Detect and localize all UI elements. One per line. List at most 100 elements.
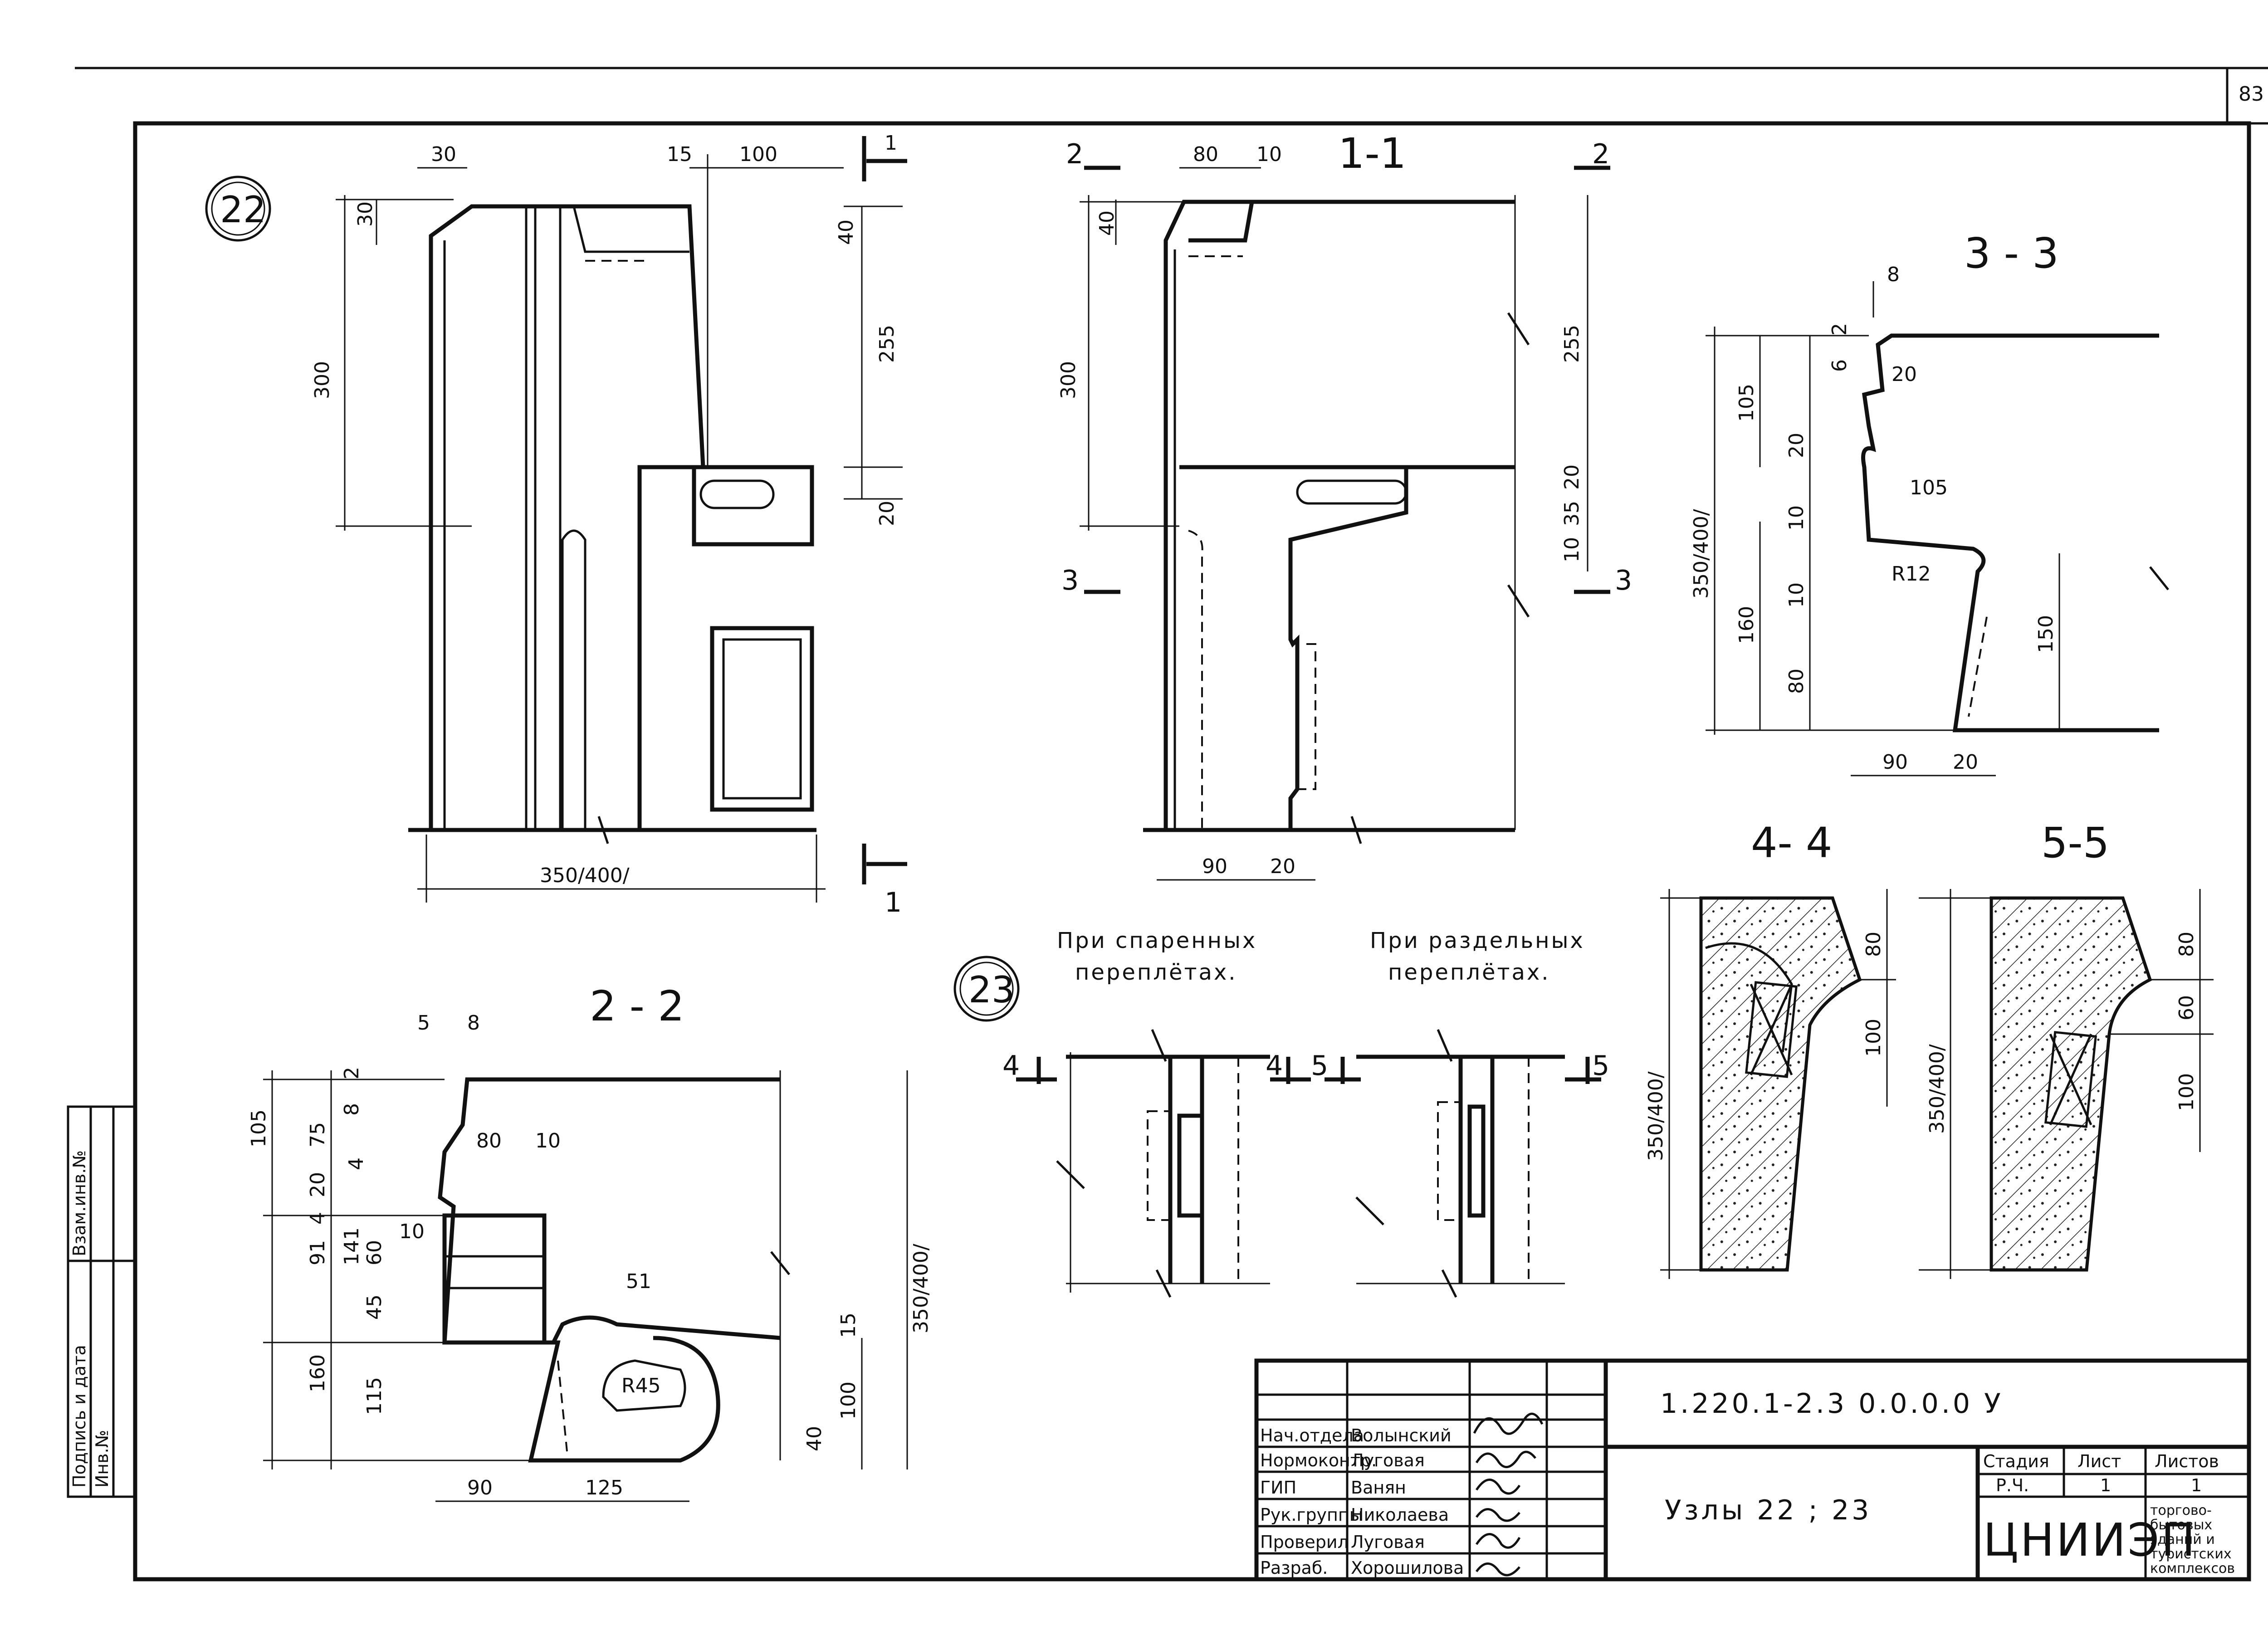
dim-33-p: 20	[1953, 751, 1978, 774]
section-5-5: 5-5 80 60 100 350/400/	[1919, 819, 2214, 1279]
tb-sheet-header: Лист	[2077, 1451, 2121, 1471]
dim-22s-k: 4	[306, 1212, 329, 1225]
page-number: 83	[2239, 83, 2264, 106]
note-separate-2: переплётах.	[1388, 960, 1550, 985]
tb-name-3: Николаева	[1351, 1505, 1449, 1525]
dim-33-h: 10	[1785, 505, 1808, 531]
tb-sheets-header: Листов	[2155, 1451, 2219, 1471]
node-22-drawing: 22 30 15 100 30 40	[205, 132, 907, 918]
tb-org-note-0: торгово-	[2150, 1503, 2212, 1518]
dim-22s-n: 60	[363, 1240, 386, 1265]
section-1-1: 1-1 80 10 40 300 255 20 35 10 90 20	[1057, 129, 1632, 881]
title-block: Нач.отдела Волынский Нормоконтр. Луговая…	[1254, 1358, 2251, 1582]
signatures	[1473, 1412, 1544, 1577]
section-4-4-title: 4- 4	[1751, 819, 1833, 867]
dim-44-b: 100	[1862, 1019, 1885, 1057]
dim-33-c: 6	[1828, 359, 1851, 372]
section-3-3-title: 3 - 3	[1964, 229, 2059, 278]
dim-55-a: 80	[2175, 932, 2198, 957]
dim-22s-b: 8	[467, 1011, 480, 1035]
dim-22s-x: 350/400/	[909, 1244, 933, 1333]
cut-1-bottom: 1	[885, 887, 902, 918]
note-paired-2: переплётах.	[1075, 960, 1237, 985]
dim-11-a: 80	[1193, 143, 1218, 166]
tb-org-note-2: зданий и	[2150, 1532, 2215, 1547]
tb-role-5: Разраб.	[1260, 1558, 1328, 1578]
dim-11-c: 40	[1095, 210, 1119, 236]
dim-22s-u: 15	[837, 1313, 860, 1338]
tb-name-2: Ванян	[1351, 1478, 1406, 1498]
dim-11-j: 20	[1270, 855, 1295, 878]
cut-5-left: 5	[1311, 1050, 1328, 1082]
dim-22s-i: 4	[345, 1157, 368, 1170]
dim-33-b: 2	[1828, 323, 1851, 336]
cut-2-right: 2	[1592, 138, 1609, 170]
dim-11-b: 10	[1256, 143, 1282, 166]
cut-2-left: 2	[1066, 138, 1083, 170]
tb-name-4: Луговая	[1351, 1532, 1425, 1552]
dim-22-g: 255	[875, 325, 899, 363]
section-2-2: 2 - 2 5 8 2 8 105 75 80 10 4 20 4 91 141…	[247, 982, 933, 1502]
dim-22s-m: 141	[340, 1227, 363, 1265]
cut-3-right: 3	[1615, 565, 1632, 596]
dim-33-f: 20	[1785, 433, 1808, 458]
dim-22-e: 40	[835, 220, 858, 245]
tb-sheets: 1	[2191, 1475, 2202, 1495]
tb-org-note-1: бытовых	[2150, 1517, 2212, 1533]
node-22-label: 22	[220, 189, 266, 231]
cut-4-left: 4	[1002, 1050, 1020, 1082]
tb-sheet: 1	[2100, 1475, 2111, 1495]
node-23-label: 23	[968, 969, 1015, 1011]
section-1-1-title: 1-1	[1338, 129, 1406, 178]
node-23-drawing: 23 При спаренных переплётах. При раздель…	[953, 928, 1609, 1298]
dim-22s-y: 90	[467, 1476, 493, 1499]
dim-11-e: 255	[1560, 325, 1584, 363]
dim-22-a: 30	[431, 143, 456, 166]
tb-role-0: Нач.отдела	[1260, 1425, 1364, 1445]
dim-33-k: 10	[1785, 582, 1808, 608]
section-2-2-title: 2 - 2	[590, 982, 684, 1030]
dim-33-d: 20	[1892, 363, 1917, 386]
dim-33-g: 105	[1910, 476, 1948, 499]
dim-22s-a: 5	[417, 1011, 430, 1035]
dim-22s-p: 51	[626, 1270, 651, 1293]
cut-4-right: 4	[1266, 1050, 1283, 1082]
dim-44-a: 80	[1862, 932, 1885, 957]
tb-code: 1.220.1-2.3 0.0.0.0 У	[1660, 1388, 2004, 1420]
dim-22-i: 350/400/	[540, 864, 630, 887]
cut-5-right: 5	[1592, 1050, 1609, 1082]
dim-22s-o: 10	[399, 1220, 425, 1243]
tb-role-3: Рук.группы	[1260, 1505, 1363, 1525]
dim-22-c: 100	[739, 143, 777, 166]
tb-org-note-4: комплексов	[2150, 1561, 2235, 1577]
dim-22-f: 300	[311, 361, 334, 399]
dim-22s-j: 20	[306, 1172, 329, 1197]
dim-22-b: 15	[667, 143, 692, 166]
dim-55-d: 350/400/	[1926, 1044, 1949, 1134]
dim-22s-c: 2	[340, 1067, 363, 1079]
tb-role-1: Нормоконтр.	[1260, 1450, 1377, 1470]
dim-55-b: 60	[2175, 995, 2198, 1020]
tb-name-5: Хорошилова	[1351, 1558, 1464, 1578]
dim-22s-z: 125	[585, 1476, 623, 1499]
stamp-replaced-inv: Взам.инв.№	[69, 1150, 89, 1256]
section-4-4: 4- 4 80 100 350/400/	[1644, 819, 1896, 1279]
dim-33-j: 350/400/	[1690, 509, 1713, 599]
dim-33-n: 80	[1785, 669, 1808, 694]
dim-11-i: 90	[1202, 855, 1227, 878]
dim-22s-v: 100	[837, 1382, 860, 1420]
side-stamp: Взам.инв.№ Подпись и дата Инв.№	[67, 1105, 137, 1498]
tb-org: ЦНИИЭП	[1983, 1513, 2197, 1567]
dim-11-g: 35	[1560, 501, 1584, 526]
dim-22s-w: 40	[803, 1426, 826, 1451]
dim-22s-s: 115	[363, 1377, 386, 1415]
stamp-inv-number: Инв.№	[92, 1430, 112, 1488]
dim-22s-h: 10	[535, 1129, 561, 1152]
section-3-3: 3 - 3 8 2 6 20 105 20 105 10 R12 350/400…	[1690, 229, 2169, 776]
dim-22s-g: 80	[476, 1129, 502, 1152]
note-paired-1: При спаренных	[1057, 928, 1257, 953]
cut-3-left: 3	[1061, 565, 1079, 596]
dim-22s-e: 105	[247, 1109, 270, 1147]
dim-33-e: 105	[1735, 384, 1758, 422]
